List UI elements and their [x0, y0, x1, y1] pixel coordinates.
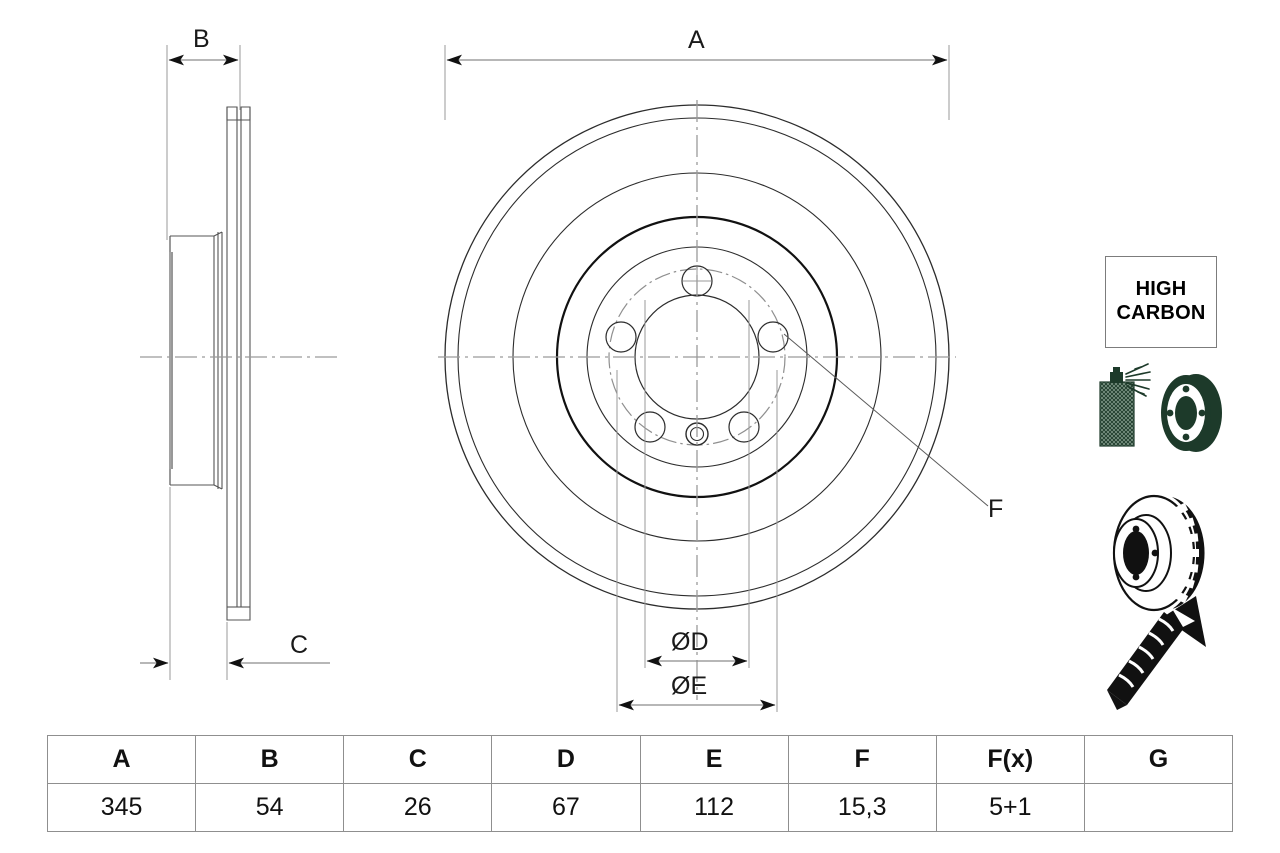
callout-label-f: F [988, 495, 1004, 523]
table-header-a: A [46, 735, 197, 784]
callout-f-leader [783, 333, 989, 507]
table-value-a: 345 [46, 783, 197, 832]
dimension-label-d: ØD [671, 628, 709, 656]
coating-spray-disc-icon [1099, 363, 1222, 452]
dimension-label-c: C [290, 631, 309, 659]
table-value-c: 26 [343, 783, 493, 832]
table-header-e: E [639, 735, 789, 784]
table-header-row: A B C D E F F(x) G [46, 735, 1234, 784]
table-header-f: F [787, 735, 937, 784]
high-carbon-line1: HIGH [1135, 278, 1187, 301]
dimension-b-group [166, 45, 241, 240]
table-header-g: G [1083, 735, 1234, 784]
table-value-fx: 5+1 [935, 783, 1085, 832]
table-header-d: D [491, 735, 641, 784]
table-value-b: 54 [195, 783, 345, 832]
countersunk-screw-icon [1107, 596, 1206, 710]
vented-disc-icon [1112, 494, 1205, 612]
high-carbon-line2: CARBON [1116, 302, 1206, 324]
dimension-a-group [444, 45, 950, 120]
dimension-label-e: ØE [671, 672, 708, 700]
side-view-group [169, 106, 251, 621]
dimension-c-group [140, 487, 330, 680]
high-carbon-badge: HIGH CARBON [1105, 256, 1217, 348]
dimension-de-group [616, 300, 778, 712]
dimension-label-b: B [193, 25, 210, 53]
table-value-d: 67 [491, 783, 641, 832]
table-header-b: B [195, 735, 345, 784]
table-value-e: 112 [639, 783, 789, 832]
table-header-c: C [343, 735, 493, 784]
dimension-label-a: A [688, 26, 705, 54]
table-value-f: 15,3 [787, 783, 937, 832]
specification-table: A B C D E F F(x) G 345 54 26 67 112 15,3… [46, 735, 1234, 832]
table-value-g [1083, 783, 1234, 832]
table-value-row: 345 54 26 67 112 15,3 5+1 [46, 783, 1234, 832]
table-header-fx: F(x) [935, 735, 1085, 784]
